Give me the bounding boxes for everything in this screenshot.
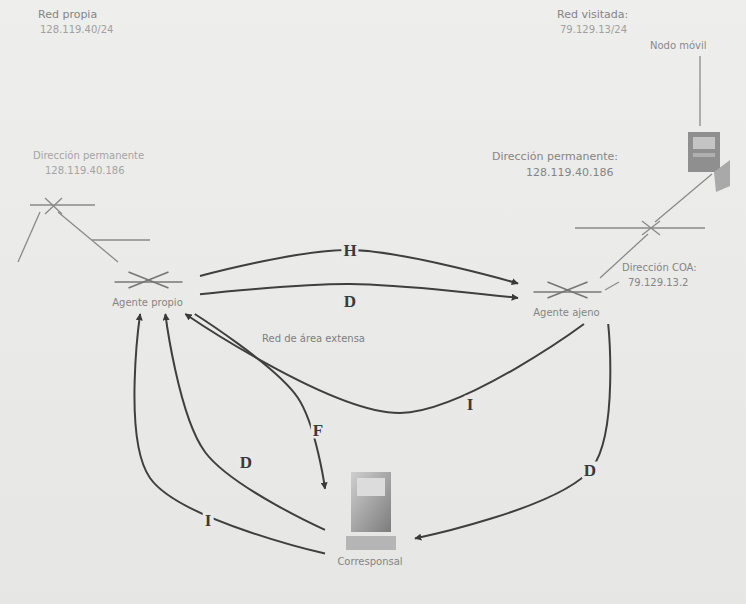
- annotation-label: Red propia: [38, 8, 97, 21]
- annotation-label: 128.119.40.186: [45, 165, 125, 177]
- annotation-label: Dirección permanente:: [492, 150, 618, 163]
- annotation-label: 79.129.13/24: [560, 24, 627, 36]
- annotation-label: Dirección permanente: [33, 150, 144, 162]
- message-letter: D: [238, 454, 254, 471]
- message-letter: D: [342, 293, 358, 310]
- annotation-label: Dirección COA:: [622, 262, 697, 274]
- message-letter: D: [582, 462, 598, 479]
- node-label: Corresponsal: [330, 556, 410, 568]
- node-text: Corresponsal: [337, 556, 402, 568]
- router-node: Agente ajeno: [518, 272, 615, 324]
- message-arrow: [415, 324, 610, 538]
- node-label: Agente ajeno: [523, 307, 610, 319]
- host-node: Corresponsal: [325, 465, 415, 573]
- router-node: Agente propio: [95, 262, 200, 314]
- node-label: Agente propio: [100, 297, 195, 309]
- node-text: Agente propio: [112, 297, 183, 309]
- leader-line: [699, 56, 700, 126]
- annotation-label: 79.129.13.2: [628, 277, 688, 289]
- annotation-label: Red de área extensa: [262, 333, 365, 345]
- annotation-label: 128.119.40.186: [526, 166, 613, 179]
- message-arrow: [200, 250, 518, 283]
- message-arrow: [185, 314, 584, 413]
- annotation-label: 128.119.40/24: [40, 24, 113, 36]
- router-symbol: [519, 273, 616, 307]
- message-letter: H: [341, 242, 358, 259]
- annotation-label: Nodo móvil: [650, 40, 707, 52]
- message-letter: F: [311, 422, 325, 439]
- home-network-wires: [18, 198, 150, 262]
- annotation-label: Red visitada:: [557, 8, 628, 21]
- mobile-node-icon: [688, 132, 730, 192]
- message-letter: I: [465, 396, 476, 413]
- computer-symbol: [326, 466, 416, 556]
- router-symbol: [96, 263, 201, 297]
- message-letter: I: [203, 512, 214, 529]
- message-arrow: [134, 314, 325, 554]
- message-arrow: [165, 314, 325, 530]
- message-arrow: [200, 284, 518, 298]
- node-text: Agente ajeno: [533, 307, 599, 319]
